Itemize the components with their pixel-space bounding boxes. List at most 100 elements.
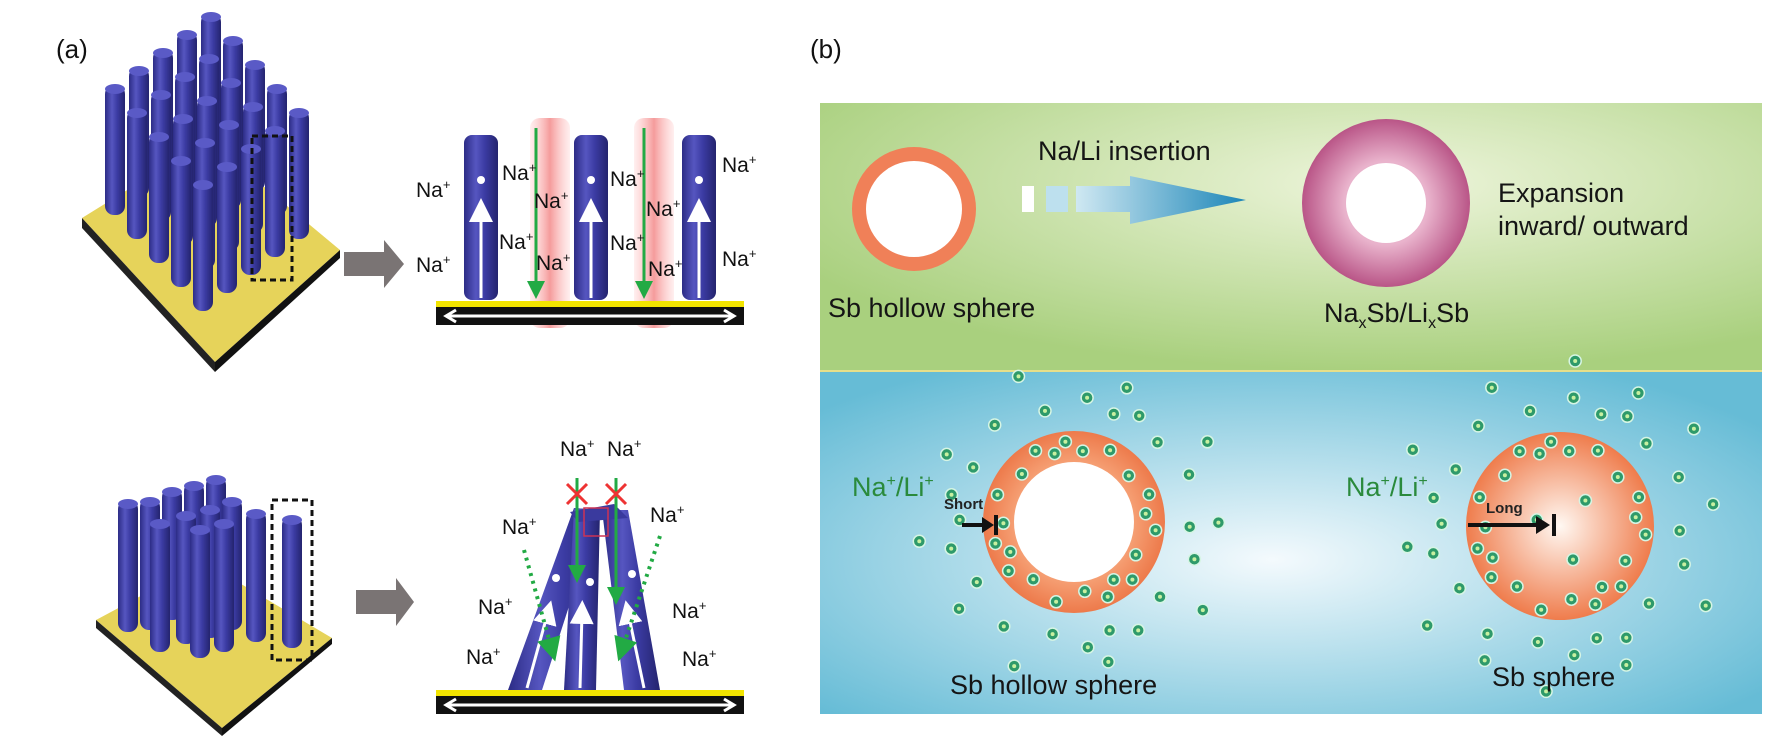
ion-dot: [1122, 468, 1136, 483]
selection-box: [250, 134, 294, 282]
ion-dot: [939, 447, 954, 462]
ion-dot: [1211, 515, 1226, 530]
ion-label: Na+: [534, 188, 569, 213]
ion-dot: [1182, 467, 1196, 482]
ion-dot: [1058, 434, 1073, 449]
ion-dot: [1028, 443, 1043, 458]
ion-dot: [1485, 380, 1499, 395]
ion-label: Na+: [610, 230, 645, 255]
ion-dot: [1471, 419, 1485, 433]
ion-dot: [1566, 552, 1580, 567]
ion-dot: [1567, 648, 1582, 662]
long-path-label: Long: [1486, 500, 1523, 517]
ion-dot: [1102, 623, 1117, 638]
ion-label: Na+: [646, 196, 681, 221]
ion-dots-right: [1400, 354, 1720, 699]
panel-a-label: (a): [56, 34, 88, 64]
ion-dot: [1001, 564, 1016, 578]
nanorod: [105, 85, 125, 215]
hollow-sphere-icon: [852, 147, 976, 271]
ion-dot: [1619, 658, 1634, 672]
ion-dot: [1566, 390, 1581, 405]
long-path-arrow-icon: [1468, 514, 1556, 536]
ion-dot: [1078, 584, 1092, 599]
ion-dot: [1671, 470, 1686, 484]
ion-dot: [1452, 581, 1467, 595]
ion-label: Na+: [499, 229, 534, 254]
ion-dot: [1426, 491, 1441, 505]
ion-dot: [996, 516, 1011, 531]
ion-dot: [1677, 557, 1691, 572]
ion-dot: [1138, 507, 1153, 521]
ion-dot: [966, 460, 980, 475]
ion-dot: [1015, 467, 1029, 481]
ion-dot: [1187, 552, 1202, 566]
ion-dot: [1478, 520, 1493, 535]
ion-dot: [1107, 407, 1121, 421]
ion-dot: [1530, 513, 1544, 527]
ion-dot: [1080, 390, 1094, 405]
short-path-label: Short: [944, 496, 984, 513]
ion-dot: [1564, 592, 1579, 606]
selection-box: [270, 498, 314, 662]
ion-dot: [1049, 595, 1063, 609]
ion-dot: [997, 619, 1011, 634]
ion-dot: [1477, 653, 1492, 668]
ion-dot: [1120, 381, 1134, 395]
ion-dot: [1523, 404, 1537, 418]
ion-dot: [1620, 409, 1635, 424]
ion-dot: [952, 601, 966, 616]
ion-dot: [1106, 572, 1121, 587]
ion-dot: [1531, 635, 1545, 649]
ion-dot: [1480, 626, 1495, 641]
ion-dot: [1003, 545, 1018, 559]
nanorod: [289, 109, 309, 239]
insertion-arrow-icon: [1076, 176, 1246, 224]
ion-dot: [1594, 407, 1608, 421]
ion-label: Na+: [416, 252, 451, 277]
nanorod: [190, 526, 210, 658]
ion-label: Na+: [607, 436, 642, 461]
ion-dot: [990, 487, 1005, 502]
ion-label-left: Na+/Li+: [852, 472, 934, 502]
ion-dot: [1485, 550, 1500, 565]
ion-dots-left: [912, 369, 1226, 673]
ion-label: Na+: [502, 160, 537, 185]
ion-label: Na+: [416, 177, 451, 202]
nanorod: [217, 163, 237, 293]
gray-arrow-icon: [344, 240, 404, 288]
gray-arrow-icon: [356, 578, 414, 626]
ion-dot: [1045, 627, 1060, 641]
ion-dot: [1150, 435, 1165, 450]
ion-dot: [1200, 435, 1215, 449]
nanorod-array-bundled: [96, 475, 332, 736]
ion-label: Na+: [650, 502, 685, 527]
nanorod: [193, 181, 213, 311]
ion-dot: [1631, 386, 1646, 400]
ion-label: Na+: [672, 598, 707, 623]
ion-dot: [1611, 470, 1625, 484]
ion-dot: [1148, 523, 1163, 537]
ion-dot: [970, 575, 984, 589]
ion-dot: [1578, 493, 1593, 508]
ion-dot: [1512, 444, 1527, 458]
ion-label: Na+: [466, 644, 501, 669]
ion-dot: [1129, 548, 1143, 562]
ion-dot: [1618, 553, 1633, 568]
ion-dot: [1038, 404, 1052, 418]
ion-dot: [1628, 510, 1643, 525]
panel-b-label: (b): [810, 34, 842, 64]
hollow-sphere-diffusion-icon: [983, 431, 1165, 613]
arrow-dash: [1046, 186, 1068, 212]
hollow-sphere-bottom-caption: Sb hollow sphere: [950, 670, 1158, 700]
ion-dot: [1125, 572, 1140, 587]
ion-label: Na+: [722, 246, 757, 271]
ion-dot: [1132, 408, 1146, 423]
nanorod: [265, 127, 285, 257]
ion-dot: [1591, 443, 1605, 458]
ion-label: Na+: [648, 256, 683, 281]
ion-dot: [1047, 446, 1062, 461]
ion-dot: [1588, 597, 1603, 612]
ion-dot: [1568, 354, 1582, 368]
ion-label: Na+: [610, 166, 645, 191]
